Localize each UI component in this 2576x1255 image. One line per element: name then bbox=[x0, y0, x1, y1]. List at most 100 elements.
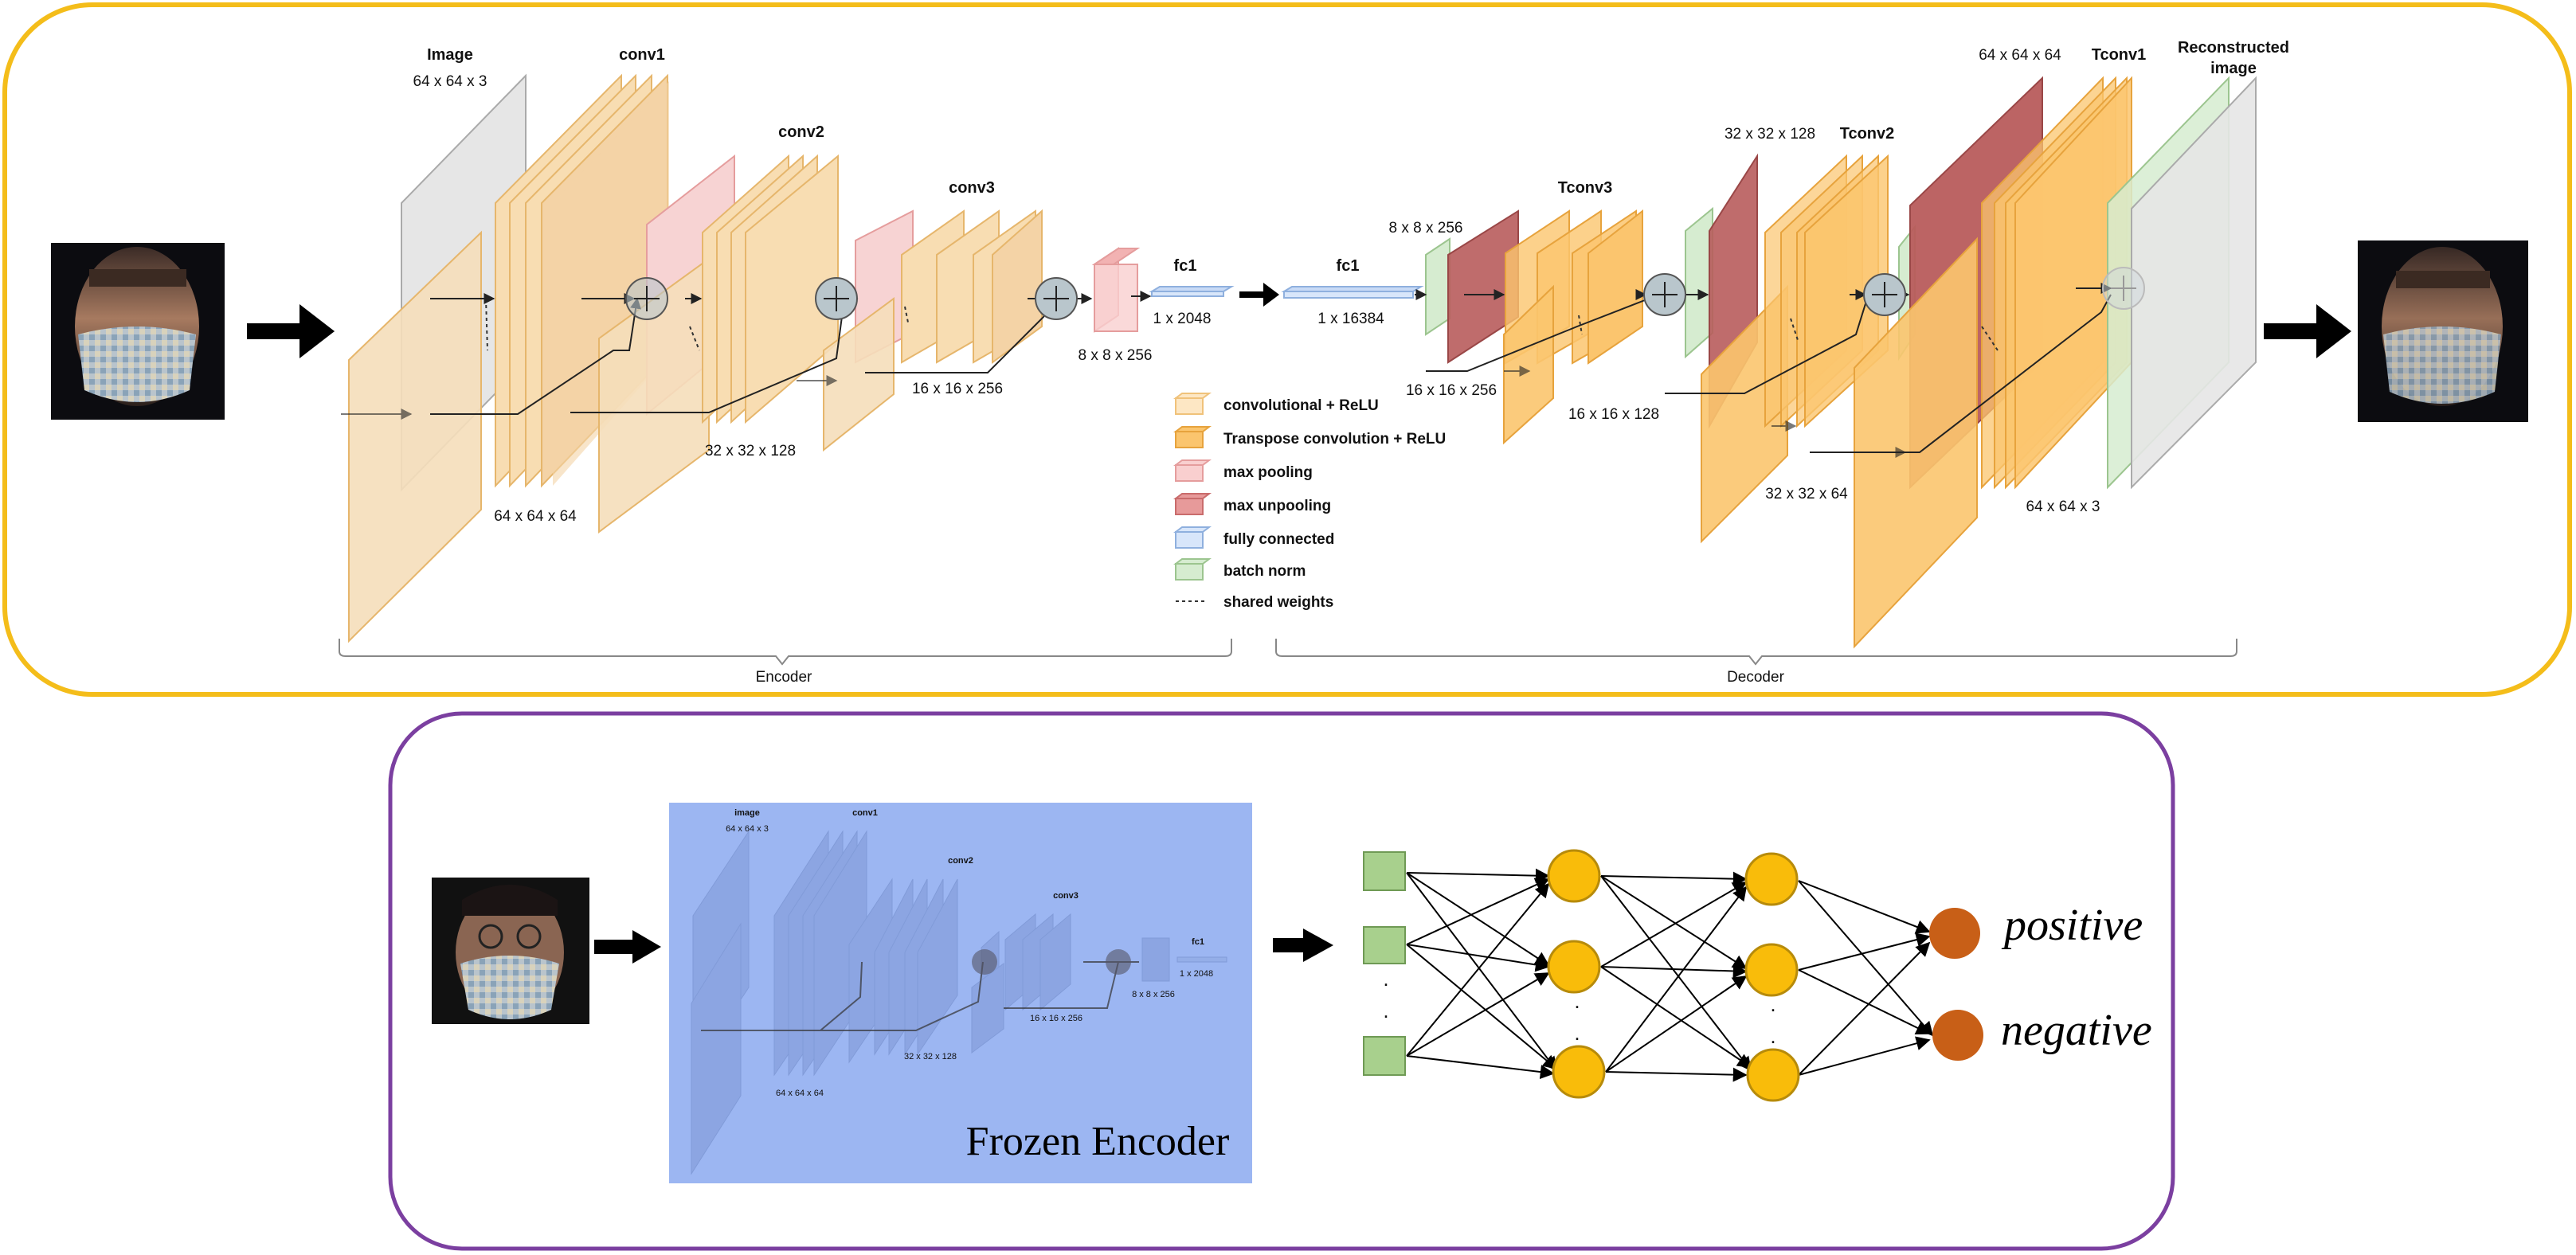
conv1-dim: 64 x 64 x 64 bbox=[494, 508, 577, 525]
image-dim: 64 x 64 x 3 bbox=[413, 73, 487, 90]
conv2-stack bbox=[702, 154, 839, 424]
tconv3-dim-b: 16 x 16 x 128 bbox=[1568, 406, 1659, 423]
fc1-encoder-dim: 1 x 2048 bbox=[1153, 311, 1212, 327]
conv1-title: conv1 bbox=[619, 46, 665, 64]
unpool-in-dim: 8 x 8 x 256 bbox=[1389, 220, 1463, 237]
fc1-encoder-title: fc1 bbox=[1174, 257, 1197, 275]
thumb-image-dim: 64 x 64 x 3 bbox=[726, 824, 769, 834]
tconv2-dim-b: 32 x 32 x 64 bbox=[1765, 486, 1848, 502]
thumb-conv3: conv3 bbox=[1053, 891, 1079, 901]
tconv1-stack bbox=[1981, 76, 2132, 490]
encoder-to-decoder-arrow bbox=[1239, 283, 1279, 307]
decoder-brace bbox=[1275, 639, 2237, 666]
legend-label: Transpose convolution + ReLU bbox=[1223, 431, 1446, 448]
fc1-decoder-dim: 1 x 16384 bbox=[1317, 311, 1384, 327]
thumb-dim-conv1: 64 x 64 x 64 bbox=[776, 1089, 824, 1098]
classifier-edges bbox=[1406, 868, 1934, 1082]
fc1-encoder-bar bbox=[1149, 286, 1235, 297]
encoder-to-classifier-arrow bbox=[1303, 929, 1333, 962]
hidden1-node bbox=[1552, 1045, 1606, 1099]
legend-label: shared weights bbox=[1223, 594, 1333, 611]
output-node-positive bbox=[1929, 908, 1980, 959]
pool-out-dim: 8 x 8 x 256 bbox=[1079, 347, 1153, 364]
legend-label: convolutional + ReLU bbox=[1223, 397, 1379, 414]
hidden2-node bbox=[1744, 943, 1799, 997]
tconv1-title: Tconv1 bbox=[2092, 46, 2147, 64]
tconv1-output-slab bbox=[1854, 237, 1978, 649]
negative-label: negative bbox=[2001, 1006, 2152, 1055]
hidden1-ellipsis: . bbox=[1574, 1021, 1580, 1045]
decoder-sum-node-2 bbox=[1863, 273, 1906, 316]
decoder-sum-node-1 bbox=[1643, 273, 1686, 316]
batchnorm-1 bbox=[1425, 237, 1450, 336]
legend-item: Transpose convolution + ReLU bbox=[1173, 426, 1446, 448]
legend-label: batch norm bbox=[1223, 563, 1306, 580]
legend-item: max unpooling bbox=[1173, 493, 1331, 515]
legend-label: max pooling bbox=[1223, 464, 1313, 481]
frozen-encoder-label: Frozen Encoder bbox=[966, 1119, 1230, 1164]
hidden1-node bbox=[1547, 849, 1601, 903]
tconv3-stack bbox=[1505, 209, 1643, 365]
conv2-dim: 32 x 32 x 128 bbox=[705, 443, 796, 459]
legend-label: max unpooling bbox=[1223, 498, 1331, 514]
positive-label: positive bbox=[2001, 901, 2143, 950]
tconv3-title: Tconv3 bbox=[1558, 179, 1613, 197]
thumb-conv1: conv1 bbox=[852, 808, 878, 818]
encoder-brace bbox=[339, 639, 1232, 666]
conv3-dim: 16 x 16 x 256 bbox=[912, 381, 1003, 397]
decoder-sum-node-3 bbox=[2102, 267, 2145, 310]
output-node-negative bbox=[1932, 1010, 1983, 1061]
legend-item: max pooling bbox=[1173, 459, 1313, 482]
legend-item: fully connected bbox=[1173, 526, 1334, 549]
legend-item: shared weights bbox=[1176, 594, 1333, 611]
legend-item: batch norm bbox=[1173, 558, 1306, 581]
decoder-flow-lines bbox=[1415, 283, 2112, 458]
tconv3-dim-a: 16 x 16 x 256 bbox=[1406, 382, 1497, 399]
tconv2-stack bbox=[1764, 154, 1889, 428]
legend-label: fully connected bbox=[1223, 531, 1334, 548]
fc1-decoder-bar bbox=[1281, 286, 1424, 299]
reconstructed-title-2: image bbox=[2210, 60, 2257, 77]
encoder-sum-node-3 bbox=[1035, 277, 1078, 320]
decoder-label: Decoder bbox=[1727, 669, 1784, 686]
batchnorm-2 bbox=[1685, 206, 1713, 359]
encoder-sum-node-2 bbox=[815, 277, 858, 320]
classifier-input-face bbox=[432, 878, 589, 1024]
reconstructed-image-layer bbox=[2131, 76, 2257, 490]
tconv1-dim-a: 64 x 64 x 64 bbox=[1979, 47, 2061, 64]
input-node bbox=[1363, 1036, 1406, 1076]
classifier-input-arrow bbox=[632, 930, 661, 964]
hidden2-node bbox=[1746, 1048, 1800, 1102]
hidden2-node bbox=[1744, 852, 1799, 906]
image-title: Image bbox=[427, 46, 473, 64]
input-face-image bbox=[51, 243, 225, 420]
hidden2-ellipsis: . bbox=[1770, 1024, 1775, 1048]
encoder-label: Encoder bbox=[756, 669, 812, 686]
reconstructed-title-1: Reconstructed bbox=[2178, 39, 2289, 57]
input-ellipsis: . bbox=[1383, 999, 1388, 1022]
fc1-decoder-title: fc1 bbox=[1337, 257, 1360, 275]
conv2-input-slab bbox=[823, 297, 895, 452]
thumb-image-title: image bbox=[734, 808, 760, 818]
conv3-title: conv3 bbox=[949, 179, 995, 197]
thumb-dim-pool: 8 x 8 x 256 bbox=[1132, 990, 1175, 999]
frozen-encoder-box: image 64 x 64 x 3 conv1 conv2 conv3 fc1 … bbox=[669, 803, 1252, 1183]
thumb-dim-conv3: 16 x 16 x 256 bbox=[1030, 1014, 1082, 1023]
thumb-fc1: fc1 bbox=[1192, 937, 1204, 947]
tconv3-output-slab bbox=[1503, 284, 1554, 445]
conv1-input-slab bbox=[598, 257, 710, 534]
tconv2-dim-a: 32 x 32 x 128 bbox=[1725, 126, 1815, 143]
autoencoder-panel-border bbox=[2, 2, 2572, 697]
legend: convolutional + ReLU Transpose convoluti… bbox=[1173, 393, 1446, 611]
thumb-dim-fc1: 1 x 2048 bbox=[1180, 969, 1213, 979]
classifier-panel-border bbox=[388, 711, 2175, 1251]
encoder-image-input-slab bbox=[348, 230, 482, 643]
output-arrow bbox=[2316, 304, 2351, 358]
input-node bbox=[1363, 926, 1406, 964]
input-ellipsis: . bbox=[1383, 967, 1388, 991]
conv3-stack bbox=[901, 209, 1043, 364]
reconstructed-face-image bbox=[2358, 240, 2528, 422]
input-node bbox=[1363, 851, 1406, 891]
hidden1-node bbox=[1547, 940, 1601, 994]
